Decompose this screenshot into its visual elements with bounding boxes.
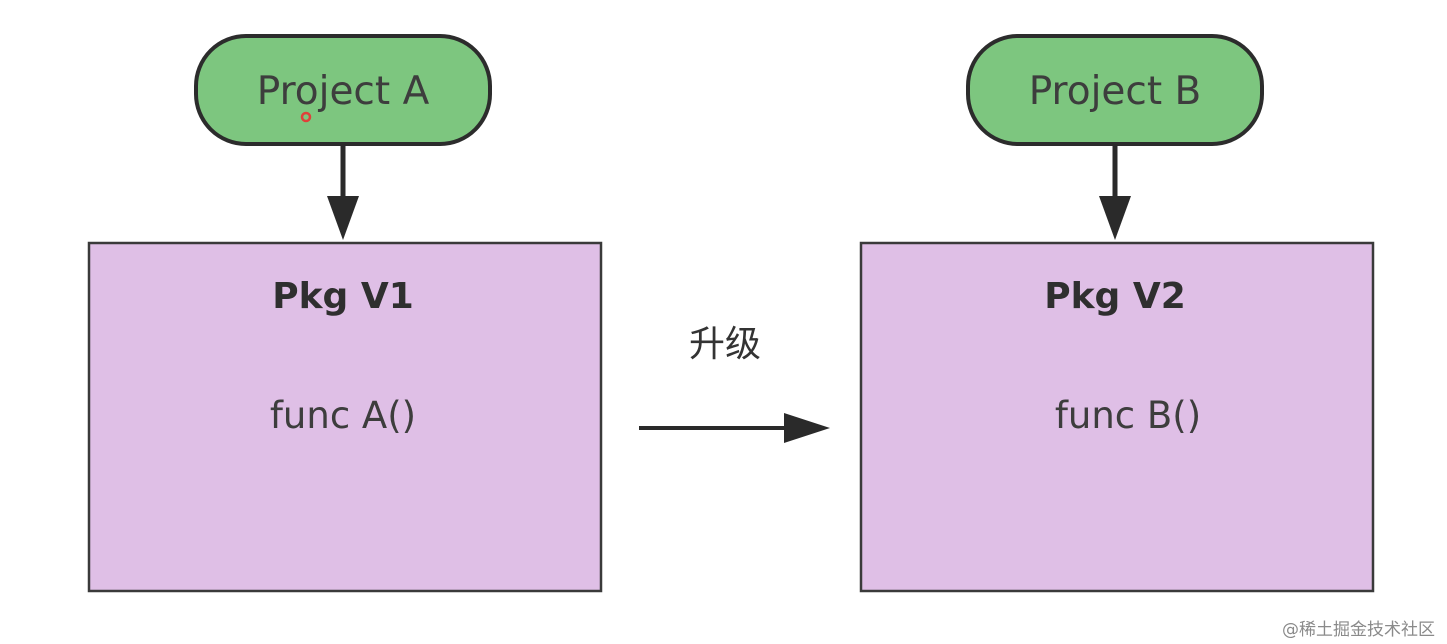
pkg-v2-shape (859, 241, 1375, 593)
pkg-v1-box: Pkg V1 func A() (87, 241, 603, 593)
watermark-text: @稀土掘金技术社区 (1282, 620, 1435, 640)
pkg-v2-func: func B() (1055, 394, 1201, 437)
project-a-label: Project A (257, 69, 430, 114)
pkg-v2-box: Pkg V2 func B() (859, 241, 1375, 593)
project-b-node: Project B (966, 34, 1264, 146)
arrow-project-b-to-pkg-v2 (1099, 144, 1131, 240)
pkg-v1-shape (87, 241, 603, 593)
upgrade-label: 升级 (689, 324, 761, 365)
arrow-project-a-to-pkg-v1 (327, 144, 359, 240)
project-a-node: Project A (194, 34, 492, 146)
project-b-label: Project B (1029, 69, 1202, 114)
upgrade-arrow: 升级 (639, 324, 830, 443)
pkg-v2-title: Pkg V2 (1044, 276, 1186, 317)
pkg-v1-func: func A() (270, 394, 416, 437)
cursor-dot-icon (300, 111, 312, 123)
pkg-v1-title: Pkg V1 (272, 276, 414, 317)
